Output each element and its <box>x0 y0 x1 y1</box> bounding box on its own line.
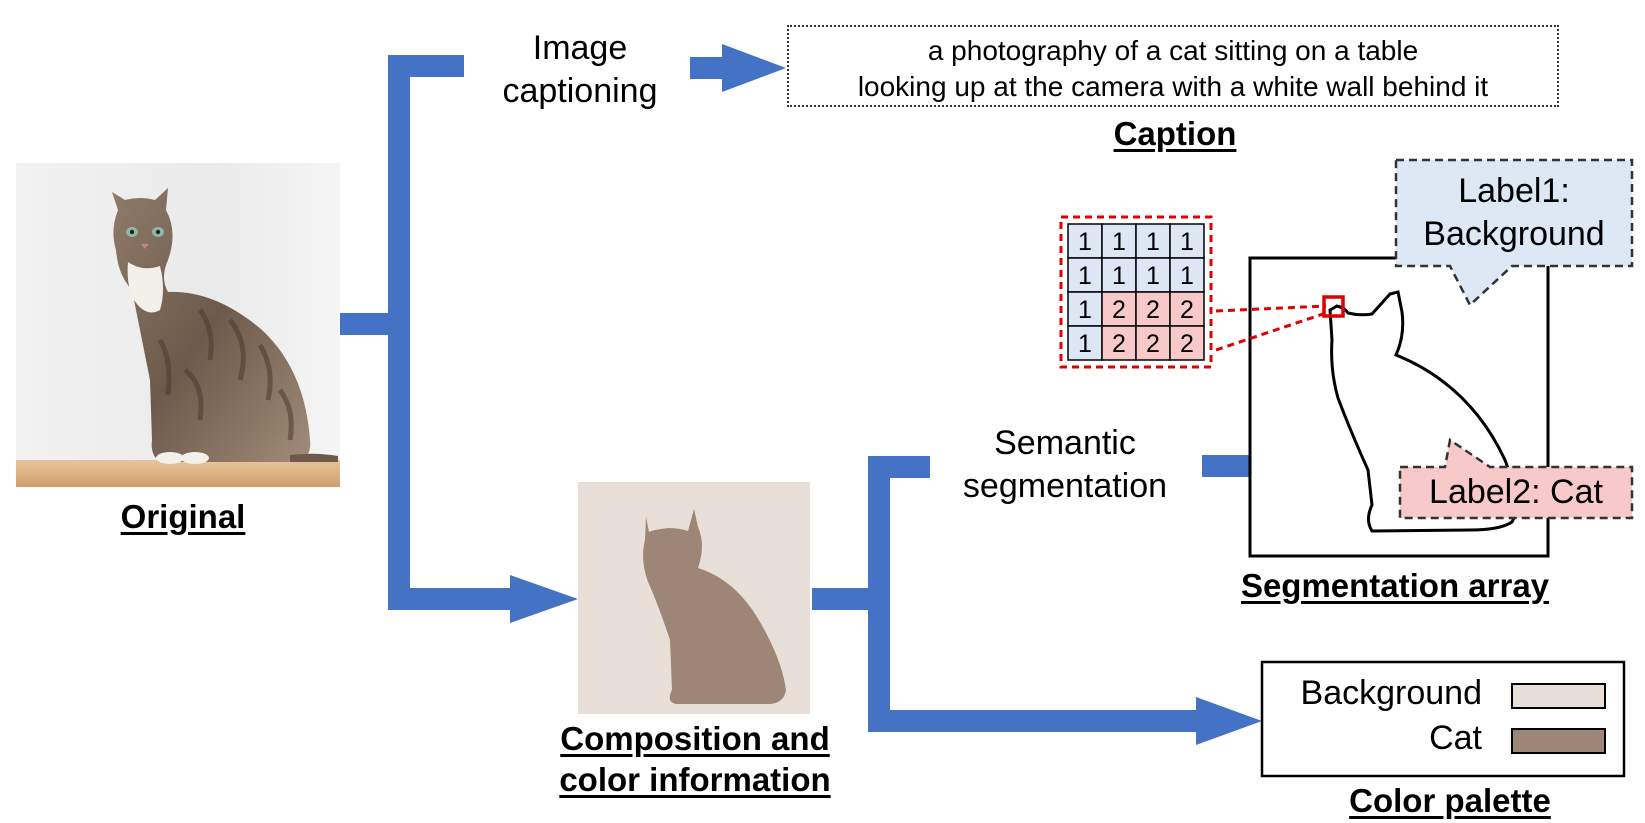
segmentation-step-label: Semantic segmentation <box>930 422 1200 507</box>
connectors <box>340 44 1338 745</box>
grid-cell-value: 1 <box>1112 262 1126 290</box>
grid-cell-value: 1 <box>1180 262 1194 290</box>
composition-title-line2: color information <box>559 761 831 799</box>
caption-box: a photography of a cat sitting on a tabl… <box>787 25 1559 107</box>
grid-cell <box>1169 291 1205 327</box>
zoom-leaders <box>1215 304 1327 352</box>
grid-cell-value: 1 <box>1146 228 1160 256</box>
connector-caption-arrow <box>690 57 726 79</box>
label1-line2: Background <box>1423 214 1605 253</box>
captioning-step-line2: captioning <box>502 71 658 110</box>
label2-callout <box>1398 437 1634 520</box>
grid-cell-value: 1 <box>1078 296 1092 324</box>
grid-cell-value: 2 <box>1112 330 1126 358</box>
palette-item-background-label: Background <box>1300 674 1482 712</box>
captioning-step-label: Image captioning <box>470 27 690 112</box>
connector-second-trunk <box>868 456 890 732</box>
grid-cell-value: 2 <box>1146 330 1160 358</box>
grid-cell-value: 2 <box>1180 296 1194 324</box>
connector-palette-branch <box>868 710 1208 732</box>
cat-photo-body <box>112 188 311 462</box>
caption-title: Caption <box>1113 115 1237 152</box>
original-photo <box>16 163 340 487</box>
connector-original-stem <box>340 313 400 335</box>
grid-cell <box>1067 325 1103 361</box>
connector-composition-stem <box>812 588 872 610</box>
label2-text: Label2: Cat <box>1429 473 1603 511</box>
grid-cell-value: 1 <box>1078 330 1092 358</box>
palette-swatch-background <box>1511 683 1606 709</box>
composition-title: Composition and color information <box>505 718 885 801</box>
segmentation-step-line2: segmentation <box>962 466 1168 505</box>
grid-cell <box>1135 291 1171 327</box>
palette-box <box>1260 660 1626 778</box>
label1-line1: Label1: <box>1458 172 1570 210</box>
cat-photo-chest <box>127 262 163 313</box>
grid-cell-value: 1 <box>1146 262 1160 290</box>
grid-cell-value: 2 <box>1180 330 1194 358</box>
arrowhead-composition <box>510 575 578 623</box>
connector-segmentation-branch <box>868 456 930 478</box>
composition-image <box>578 482 810 714</box>
palette-swatch-cat <box>1511 728 1606 754</box>
original-title: Original <box>120 498 246 535</box>
grid-cell-value: 1 <box>1112 228 1126 256</box>
grid-cell-value: 2 <box>1146 296 1160 324</box>
grid-cell <box>1135 325 1171 361</box>
cat-silhouette <box>643 509 786 704</box>
grid-cell-value: 1 <box>1180 228 1194 256</box>
grid-cell <box>1169 325 1205 361</box>
palette-title: Color palette <box>1349 782 1551 819</box>
grid-cell <box>1101 291 1137 327</box>
caption-text-line2: looking up at the camera with a white wa… <box>857 71 1489 103</box>
grid-cell-value: 2 <box>1112 296 1126 324</box>
connector-composition-branch <box>388 588 513 610</box>
connector-caption-branch <box>388 55 464 77</box>
label1-callout <box>1394 158 1634 308</box>
zoom-grid-frame <box>1059 215 1213 369</box>
segmentation-step-line1: Semantic <box>994 424 1136 462</box>
captioning-step-line1: Image <box>532 29 628 67</box>
caption-text-line1: a photography of a cat sitting on a tabl… <box>927 35 1419 66</box>
palette-item-cat-label: Cat <box>1429 719 1482 757</box>
composition-title-line1: Composition and <box>560 720 830 757</box>
grid-cell-value: 1 <box>1078 262 1092 290</box>
grid-cell-value: 1 <box>1078 228 1092 256</box>
label1-text: Label1: Background <box>1396 170 1632 255</box>
arrowhead-palette <box>1196 697 1262 745</box>
arrowhead-caption <box>722 44 786 92</box>
grid-cell <box>1169 257 1205 293</box>
segmentation-title: Segmentation array <box>1240 567 1550 604</box>
connector-main-trunk <box>388 55 410 610</box>
